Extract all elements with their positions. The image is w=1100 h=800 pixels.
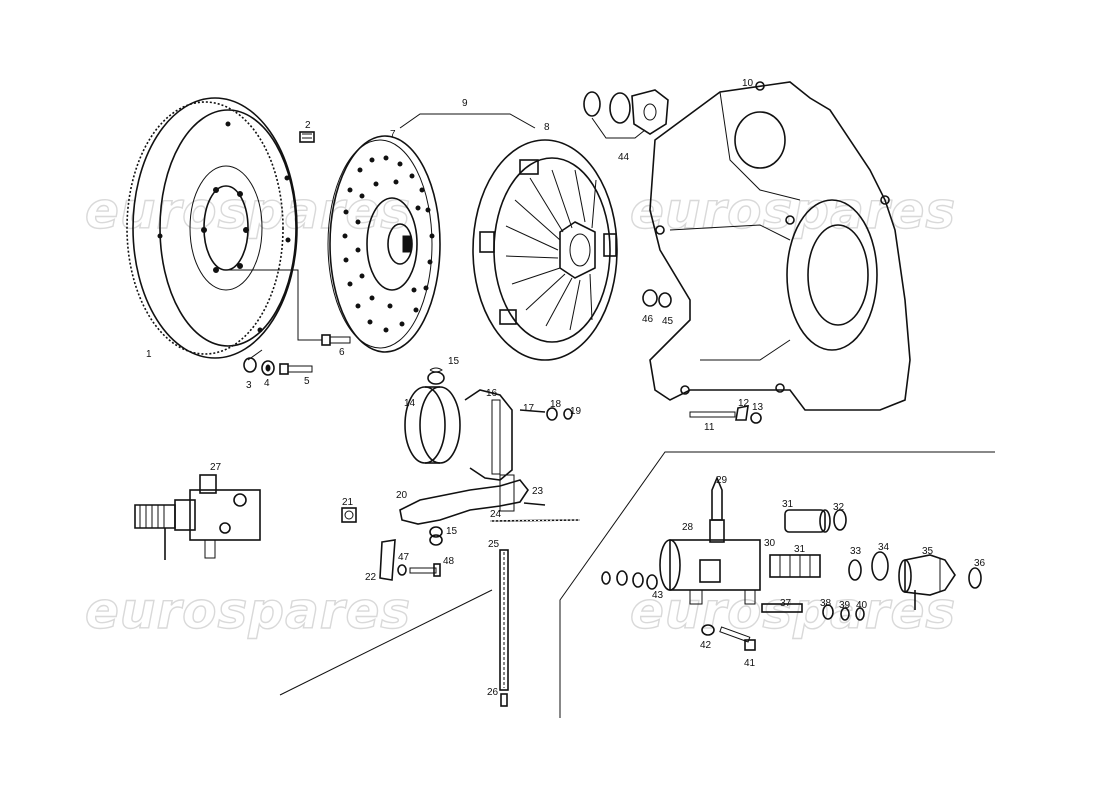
part-label-25: 25 [488, 539, 500, 550]
part-label-11: 11 [704, 422, 715, 433]
part-label-40: 40 [856, 600, 868, 611]
part-label-18: 18 [550, 399, 562, 410]
part-label-37: 37 [780, 598, 792, 609]
part-label-9: 9 [462, 98, 468, 109]
stud-washer-nut-11-13-drawing[interactable] [689, 404, 762, 424]
part-label-48: 48 [443, 556, 455, 567]
watermark-layer: eurospares eurospares eurospares eurospa… [84, 181, 956, 640]
part-label-27: 27 [210, 462, 222, 473]
part-label-33: 33 [850, 546, 862, 557]
bush-bracket-fasteners-drawing[interactable] [341, 507, 441, 581]
watermark-bottom-left: eurospares [85, 582, 411, 640]
release-bearing-assembly[interactable] [404, 367, 513, 481]
part-label-17: 17 [523, 403, 535, 414]
part-label-30: 30 [764, 538, 776, 549]
section-divider-lines [279, 451, 995, 718]
flywheel-fasteners[interactable] [243, 334, 351, 376]
part-label-12: 12 [738, 398, 750, 409]
part-label-47: 47 [398, 552, 410, 563]
part-label-14: 14 [404, 398, 416, 409]
part-label-10: 10 [742, 78, 754, 89]
part-label-43: 43 [652, 590, 664, 601]
pistons-31-drawing[interactable] [769, 509, 831, 578]
part-label-1: 1 [146, 349, 152, 360]
part-label-3: 3 [246, 380, 252, 391]
part-label-42: 42 [700, 640, 712, 651]
watermark-top-right: eurospares [630, 182, 956, 240]
part-label-29: 29 [716, 475, 728, 486]
part-label-45: 45 [662, 316, 674, 327]
part-label-22: 22 [365, 572, 377, 583]
boot-35-drawing[interactable] [898, 554, 956, 610]
flywheel-drawing[interactable] [126, 97, 322, 361]
part-label-15a: 15 [448, 356, 460, 367]
part-label-24: 24 [490, 509, 502, 520]
part-label-41: 41 [744, 658, 756, 669]
pin-washer-clip-17-19-drawing[interactable] [519, 407, 573, 421]
part-label-23: 23 [532, 486, 544, 497]
part-label-36: 36 [974, 558, 986, 569]
watermark-bottom-right: eurospares [630, 582, 956, 640]
part-label-26: 26 [487, 687, 499, 698]
part-label-7: 7 [390, 129, 396, 140]
part-label-34: 34 [878, 542, 890, 553]
slave-cylinder-drawing[interactable] [134, 474, 261, 560]
part-label-2: 2 [305, 120, 311, 131]
part-label-31b: 31 [794, 544, 806, 555]
union-bolt-washer-drawing[interactable] [701, 603, 803, 651]
seals-circlips-drawing[interactable] [601, 509, 982, 621]
part-label-32: 32 [833, 502, 845, 513]
part-labels: 1 2 3 4 5 6 7 8 9 10 11 12 13 14 15 16 1… [146, 78, 986, 698]
part-label-44: 44 [618, 152, 630, 163]
part-label-5: 5 [304, 376, 310, 387]
part-label-46: 46 [642, 314, 654, 325]
part-label-13: 13 [752, 402, 764, 413]
bell-housing-drawing[interactable] [649, 81, 911, 411]
part-label-15b: 15 [446, 526, 458, 537]
part-label-28: 28 [682, 522, 694, 533]
pressure-plate-drawing[interactable] [472, 139, 618, 361]
part-label-20: 20 [396, 490, 408, 501]
part-label-6: 6 [339, 347, 345, 358]
clutch-kit-bracket [399, 113, 536, 129]
part-label-4: 4 [264, 378, 270, 389]
part-label-31a: 31 [782, 499, 794, 510]
spring-15b-drawing[interactable] [429, 526, 443, 546]
part-label-38: 38 [820, 598, 832, 609]
part-label-35: 35 [922, 546, 934, 557]
master-cylinder-drawing[interactable] [659, 475, 761, 605]
shaft-pin-25-26-drawing[interactable] [499, 549, 509, 707]
part-label-39: 39 [839, 600, 851, 611]
part-label-8: 8 [544, 122, 550, 133]
part-label-16: 16 [486, 388, 498, 399]
flywheel-stud-drawing[interactable] [299, 131, 315, 143]
clutch-disc-drawing[interactable] [327, 135, 441, 353]
part-label-21: 21 [342, 497, 354, 508]
release-fork-drawing[interactable] [399, 474, 581, 525]
mounting-kit-drawing[interactable] [583, 89, 669, 139]
part-label-19: 19 [570, 406, 582, 417]
washer-nut-45-46-drawing[interactable] [642, 289, 672, 308]
